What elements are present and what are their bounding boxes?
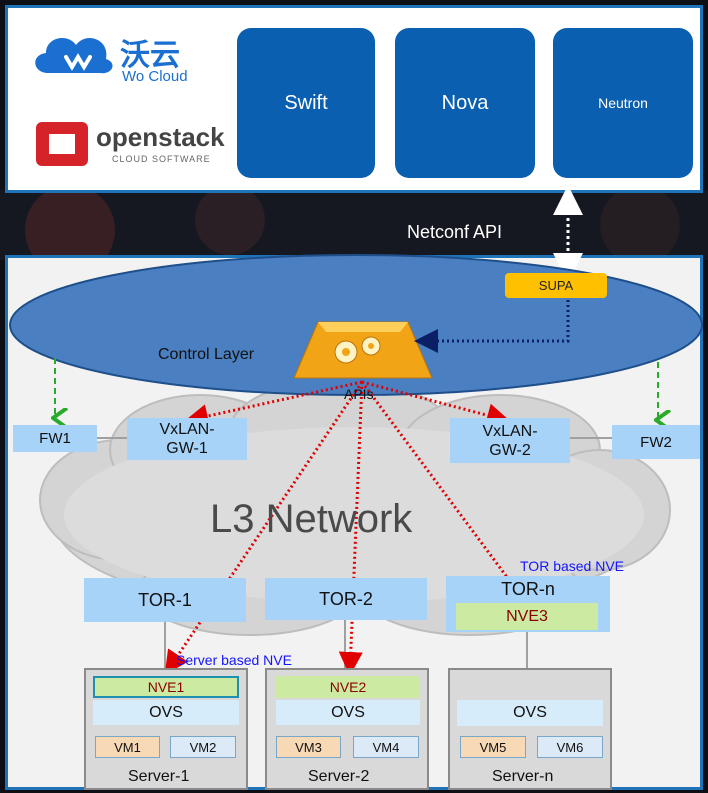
control-layer-label: Control Layer: [158, 346, 255, 363]
gw2-label-line1: VxLAN-: [482, 422, 538, 440]
tor1-box: TOR-1: [84, 578, 246, 622]
gw1-label-line1: VxLAN-: [159, 421, 215, 438]
nova-service: Nova: [395, 28, 535, 178]
supa-box: SUPA: [505, 273, 607, 298]
fw1-box: FW1: [13, 425, 97, 452]
swift-service: Swift: [237, 28, 375, 178]
ovs-box: OVS: [93, 700, 239, 725]
l3-network-label: L3 Network: [210, 497, 413, 541]
ovs-box: OVS: [276, 700, 420, 725]
vm6-box: VM6: [537, 736, 603, 758]
server-based-nve-label: Server based NVE: [176, 652, 292, 668]
tor2-box: TOR-2: [265, 578, 427, 620]
wocloud-icon: [35, 37, 113, 74]
gw1-box: VxLAN- GW-1: [127, 418, 247, 460]
server-n: [448, 668, 612, 790]
server-n-label: Server-n: [492, 768, 554, 785]
api-arrows: [164, 380, 528, 676]
gw2-label-line2: GW-2: [489, 441, 531, 459]
vm5-box: VM5: [460, 736, 526, 758]
server-1-label: Server-1: [128, 768, 190, 785]
supa-link: [414, 300, 570, 353]
vm3-box: VM3: [276, 736, 341, 758]
vm1-box: VM1: [95, 736, 160, 758]
gw2-box: VxLAN- GW-2: [450, 418, 570, 463]
torn-label: TOR-n: [501, 579, 555, 599]
server-2-label: Server-2: [308, 768, 370, 785]
neutron-service: Neutron: [553, 28, 693, 178]
nve1-box: NVE1: [93, 676, 239, 698]
wocloud-logo-sub: Wo Cloud: [122, 68, 188, 85]
openstack-logo-sub: CLOUD SOFTWARE: [112, 154, 211, 164]
gw1-label-line2: GW-1: [166, 440, 208, 457]
nve2-box: NVE2: [276, 676, 420, 698]
nve3-box: NVE3: [456, 603, 598, 630]
connector-lines: [97, 437, 612, 670]
wocloud-logo-name: 沃云: [120, 39, 180, 72]
openstack-icon: [36, 122, 88, 166]
vm4-box: VM4: [353, 736, 419, 758]
apis-label: APIs: [344, 386, 374, 402]
fw2-box: FW2: [612, 425, 700, 459]
controller-icon: [293, 321, 433, 379]
openstack-logo-name: openstack: [96, 122, 225, 152]
background-band: [0, 190, 708, 260]
netconf-api-label: Netconf API: [407, 222, 503, 242]
vm2-box: VM2: [170, 736, 236, 758]
tor-based-nve-label: TOR based NVE: [520, 558, 625, 574]
ovs-box: OVS: [457, 700, 603, 726]
